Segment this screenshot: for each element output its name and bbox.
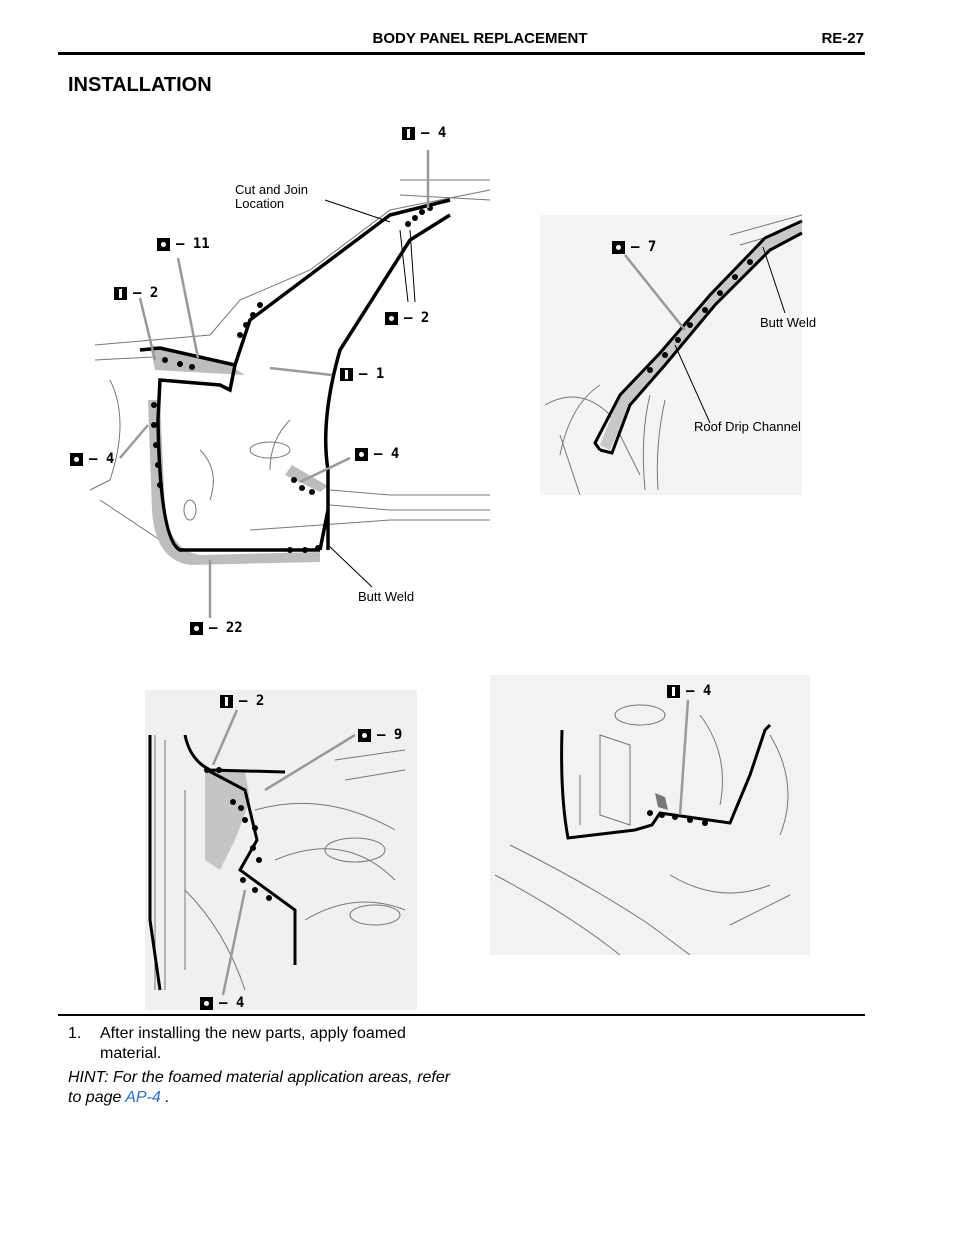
- spot-weld-icon: [358, 728, 371, 742]
- spot-weld-icon: [190, 621, 203, 635]
- seam-weld-icon: [402, 126, 415, 140]
- figure-lower-panel: [490, 675, 810, 955]
- callout-spot-weld: – 9: [358, 727, 402, 743]
- callout-spot-weld: – 4: [70, 451, 114, 467]
- figure-front-pillar: [89, 150, 491, 618]
- label-cut-and-join-location: Cut and Join Location: [235, 182, 308, 211]
- label-butt-weld-lower: Butt Weld: [358, 589, 415, 604]
- spot-weld-icon: [70, 452, 83, 466]
- spot-weld-icon: [200, 996, 213, 1010]
- page-header-title: BODY PANEL REPLACEMENT: [372, 30, 588, 47]
- callout-spot-weld: – 4: [355, 446, 399, 462]
- figure-inner-panel: [145, 690, 417, 1010]
- label-butt-weld-upper: Butt Weld: [760, 315, 817, 330]
- section-title: INSTALLATION: [68, 74, 212, 96]
- callout-seam-weld: – 2: [114, 285, 158, 301]
- callout-spot-weld: – 11: [157, 236, 210, 252]
- instruction-step-1: 1. After installing the new parts, apply…: [68, 1024, 448, 1064]
- seam-weld-icon: [220, 694, 233, 708]
- callout-seam-weld: – 2: [220, 693, 264, 709]
- spot-weld-icon: [157, 237, 170, 251]
- hint-note: HINT: For the foamed material applicatio…: [68, 1068, 458, 1108]
- step-text: After installing the new parts, apply fo…: [100, 1025, 406, 1062]
- page-reference-link[interactable]: AP-4: [125, 1089, 161, 1106]
- seam-weld-icon: [340, 367, 353, 381]
- seam-weld-icon: [667, 684, 680, 698]
- spot-weld-icon: [355, 447, 368, 461]
- header-divider: [58, 52, 865, 55]
- spot-weld-icon: [385, 311, 398, 325]
- label-roof-drip-channel: Roof Drip Channel: [694, 419, 801, 434]
- seam-weld-icon: [114, 286, 127, 300]
- callout-spot-weld: – 4: [200, 995, 244, 1011]
- callout-spot-weld: – 7: [612, 239, 656, 255]
- callout-seam-weld: – 1: [340, 366, 384, 382]
- callout-spot-weld: – 22: [190, 620, 243, 636]
- hint-end: .: [160, 1089, 170, 1106]
- callout-seam-weld: – 4: [667, 683, 711, 699]
- content-divider: [58, 1014, 865, 1016]
- step-number: 1.: [68, 1025, 82, 1042]
- hint-text: HINT: For the foamed material applicatio…: [68, 1069, 451, 1106]
- page-number: RE-27: [821, 30, 864, 47]
- callout-spot-weld: – 2: [385, 310, 429, 326]
- spot-weld-icon: [612, 240, 625, 254]
- figure-roof-drip-channel: [540, 214, 803, 495]
- callout-seam-weld: – 4: [402, 125, 446, 141]
